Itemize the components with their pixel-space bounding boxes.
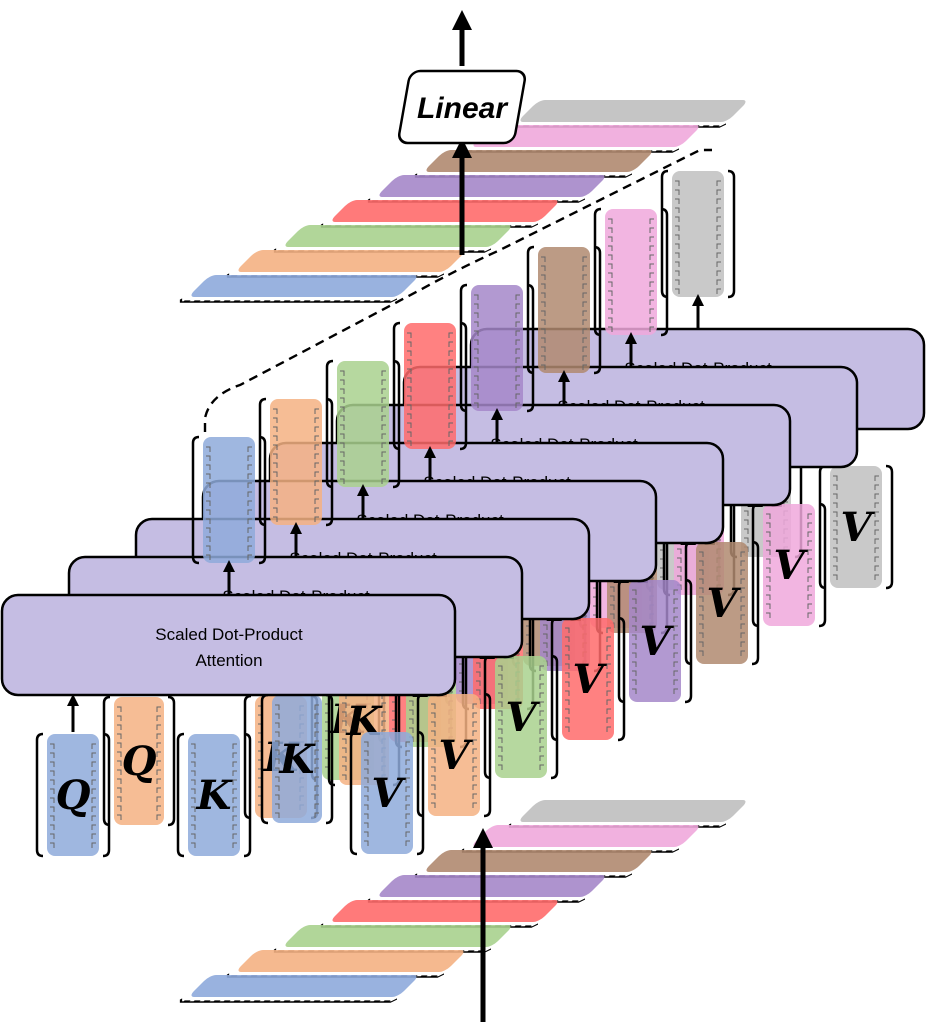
head-0-k: K — [260, 693, 334, 825]
concat-connector-dashed — [203, 148, 712, 432]
input-stripe-0 — [179, 975, 417, 1003]
input-stripe-4 — [367, 875, 605, 903]
linear-label: Linear — [417, 92, 509, 125]
output-stripe-1 — [226, 250, 464, 278]
head-6-v: V — [751, 502, 827, 628]
head-6-v-letter: V — [773, 542, 808, 589]
head-5-v-letter: V — [706, 580, 741, 627]
linear-box — [397, 69, 527, 145]
head-0-k-letter: K — [279, 736, 317, 783]
output-stripe-3 — [320, 200, 558, 228]
attention-box-0 — [0, 593, 457, 697]
head-2-v-letter: V — [505, 694, 540, 741]
flow-arrows — [452, 10, 493, 1022]
output-stripe-4 — [367, 175, 605, 203]
head-3-v-letter: V — [572, 656, 607, 703]
head-1-v: V — [416, 692, 492, 818]
head-7-output — [660, 169, 736, 299]
head-2-v: V — [483, 654, 559, 780]
input-stripe-3 — [320, 900, 558, 928]
input-stripe-5 — [414, 850, 652, 878]
head-5-v: V — [684, 540, 760, 666]
head-0-v: V — [349, 730, 425, 856]
input-stripe-1 — [226, 950, 464, 978]
head-0-v-letter: V — [371, 770, 406, 817]
head-3-v: V — [550, 616, 626, 742]
head-7-v: V — [818, 464, 894, 590]
head-1-v-letter: V — [438, 732, 473, 779]
head-7-v-letter: V — [840, 504, 875, 551]
head-0-k-letter: K — [196, 772, 234, 819]
output-stripe-0 — [179, 275, 417, 303]
output-stripe-2 — [273, 225, 511, 253]
head-1-output — [258, 397, 334, 527]
head-0-q: Q — [35, 732, 111, 858]
head-4-output — [459, 283, 535, 413]
output-stripe-5 — [414, 150, 652, 178]
output-stripe-7 — [508, 100, 746, 128]
head-1-q-letter: Q — [122, 738, 157, 785]
input-embedding-stripes — [179, 800, 746, 1003]
input-stripe-2 — [273, 925, 511, 953]
head-4-v-letter: V — [639, 618, 674, 665]
head-5-output — [526, 245, 602, 375]
head-0-k: K — [176, 732, 252, 858]
head-2-output — [325, 359, 401, 489]
head-0-q-letter: Q — [56, 772, 91, 819]
output-concat-stripes — [179, 100, 746, 303]
linear-block: Linear — [397, 69, 527, 145]
head-6-output — [593, 207, 669, 337]
head-0-output — [191, 435, 267, 565]
head-3-output — [392, 321, 468, 451]
input-stripe-7 — [508, 800, 746, 828]
input-stripe-6 — [461, 825, 699, 853]
head-1-q: Q — [102, 695, 176, 827]
head-4-v: V — [617, 578, 693, 704]
